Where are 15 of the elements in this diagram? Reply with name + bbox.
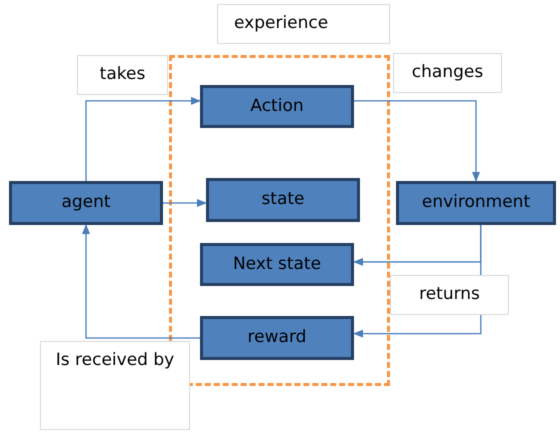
arrow	[82, 224, 200, 339]
process-box: environment	[396, 181, 556, 225]
group-heading: experience	[217, 4, 390, 44]
process-box: Next state	[200, 243, 354, 286]
edge-label: changes	[393, 53, 502, 93]
process-box: reward	[200, 316, 354, 360]
arrow	[85, 96, 201, 181]
edge-label: Is received by	[40, 341, 190, 430]
process-box: state	[206, 178, 360, 222]
edge-label: returns	[390, 275, 509, 315]
arrow	[163, 199, 207, 207]
process-box: Action	[200, 85, 354, 128]
process-box: agent	[9, 181, 163, 225]
arrow	[354, 100, 480, 182]
edge-label: takes	[77, 55, 168, 95]
